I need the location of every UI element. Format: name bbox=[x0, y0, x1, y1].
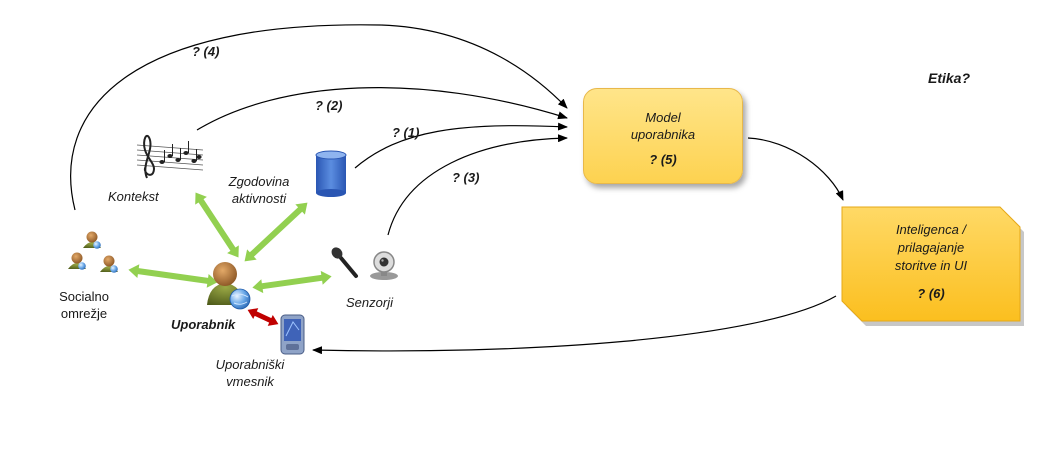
social-network-label-line2: omrežje bbox=[60, 306, 108, 321]
arrow-sensors-to-model bbox=[387, 134, 568, 236]
history-label-line2: aktivnosti bbox=[231, 191, 287, 206]
intelligence-line2: prilagajanje bbox=[897, 240, 965, 255]
database-icon bbox=[315, 150, 347, 197]
social-network-label: Socialno omrežje bbox=[52, 288, 116, 322]
red-arrow-user-device bbox=[247, 308, 279, 326]
microphone-icon bbox=[331, 247, 358, 278]
user-model-line2: uporabnika bbox=[630, 127, 696, 142]
green-arrow-social-user bbox=[128, 264, 218, 288]
user-icon bbox=[207, 262, 251, 310]
green-arrow-context-user bbox=[195, 192, 239, 258]
arrow-intelligence-to-device bbox=[312, 295, 837, 355]
music-notes-icon bbox=[136, 134, 204, 179]
ethics-label: Etika? bbox=[928, 70, 971, 86]
arrow-history-to-model bbox=[354, 122, 568, 169]
device-label-line2: vmesnik bbox=[226, 374, 274, 389]
intelligence-box-shape bbox=[841, 206, 1024, 326]
social-network-icon bbox=[68, 231, 118, 273]
history-label: Zgodovina aktivnosti bbox=[224, 173, 294, 207]
intelligence-line3: storitve in UI bbox=[894, 258, 968, 273]
device-icon bbox=[280, 314, 305, 355]
device-label-line1: Uporabniški bbox=[215, 357, 285, 372]
question-4-label: ? (4) bbox=[192, 44, 220, 59]
green-arrow-sensors-user bbox=[252, 270, 332, 294]
question-2-label: ? (2) bbox=[315, 98, 343, 113]
webcam-icon bbox=[370, 251, 398, 280]
device-label: Uporabniški vmesnik bbox=[205, 356, 295, 390]
intelligence-box: Inteligenca / prilagajanje storitve in U… bbox=[842, 207, 1020, 321]
question-6-label: ? (6) bbox=[917, 286, 945, 301]
social-network-label-line1: Socialno bbox=[59, 289, 109, 304]
context-label: Kontekst bbox=[108, 189, 159, 204]
intelligence-line1: Inteligenca / bbox=[895, 222, 967, 237]
history-label-line1: Zgodovina bbox=[228, 174, 290, 189]
question-1-label: ? (1) bbox=[392, 125, 420, 140]
arrow-social-to-model bbox=[70, 24, 568, 211]
arrow-model-to-intelligence bbox=[747, 137, 844, 201]
user-model-line1: Model bbox=[645, 110, 681, 125]
arrow-context-to-model bbox=[196, 87, 568, 131]
green-arrow-history-user bbox=[244, 202, 308, 262]
sensors-label: Senzorji bbox=[346, 295, 393, 310]
question-5-label: ? (5) bbox=[649, 152, 677, 167]
question-3-label: ? (3) bbox=[452, 170, 480, 185]
user-label: Uporabnik bbox=[171, 317, 236, 332]
user-model-box: Model uporabnika ? (5) bbox=[583, 88, 743, 184]
